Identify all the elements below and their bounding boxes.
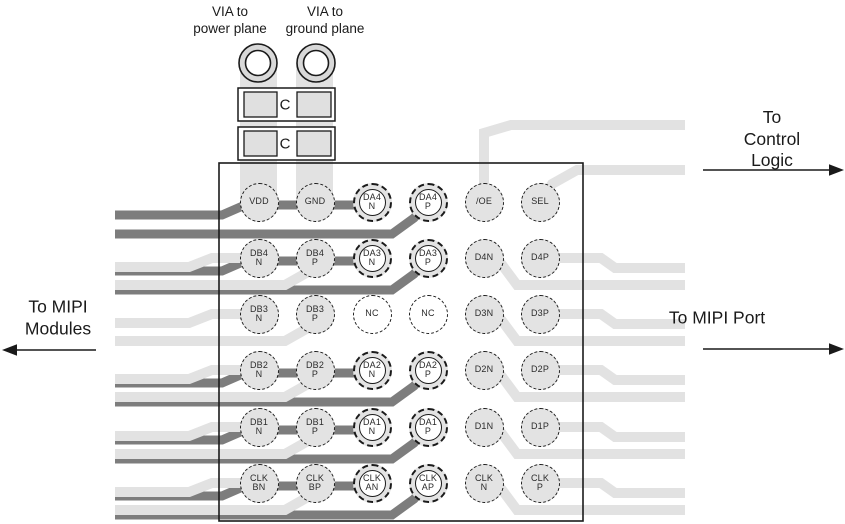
- power-via-icon: [238, 43, 278, 83]
- pad-label: SEL: [531, 196, 549, 207]
- pad-clk-p: CLK P: [520, 463, 560, 503]
- pad-label: DA4 P: [418, 191, 438, 211]
- pad-db1-n: DB1 N: [239, 407, 279, 447]
- pad-inner-via: [414, 413, 442, 441]
- pad-d4n: D4N: [464, 238, 504, 278]
- pad-da1-n: DA1 N: [352, 407, 392, 447]
- pad-label: D1P: [530, 421, 550, 432]
- pad-label: DA2 P: [418, 359, 438, 379]
- pad-label: D2P: [530, 364, 550, 375]
- top-layer-traces: [115, 120, 685, 515]
- pad-clk-bp: CLK BP: [295, 463, 335, 503]
- capacitor-2: [237, 126, 336, 161]
- pad-label: DB2 P: [305, 359, 325, 379]
- pad-db2-n: DB2 N: [239, 350, 279, 390]
- pad-label: DA1 N: [362, 416, 382, 436]
- package-outline: [218, 162, 584, 522]
- pad-label: CLK AP: [418, 472, 438, 492]
- pad-label: D3N: [474, 308, 494, 319]
- pad-inner-via: [358, 356, 386, 384]
- pad-inner-via: [358, 413, 386, 441]
- pad-da3-p: DA3 P: [408, 238, 448, 278]
- pad-db3-p: DB3 P: [295, 294, 335, 334]
- pad-label: DB1 P: [305, 416, 325, 436]
- pad-clk-an: CLK AN: [352, 463, 392, 503]
- pad-label: CLK BP: [305, 472, 325, 492]
- pad-inner-via: [414, 469, 442, 497]
- pad-d2p: D2P: [520, 350, 560, 390]
- pad-db4-p: DB4 P: [295, 238, 335, 278]
- pad-d4p: D4P: [520, 238, 560, 278]
- pad-nc: NC: [408, 294, 448, 334]
- pad-d3n: D3N: [464, 294, 504, 334]
- ground-via-icon: [296, 43, 336, 83]
- pad-label: NC: [365, 308, 379, 319]
- pad-inner-via: [358, 469, 386, 497]
- pad-d1p: D1P: [520, 407, 560, 447]
- pad-label: DB4 N: [249, 247, 269, 267]
- pad-label: D3P: [530, 308, 550, 319]
- capacitor-2-label: C: [279, 135, 291, 153]
- pad-inner-via: [414, 244, 442, 272]
- pad-clk-bn: CLK BN: [239, 463, 279, 503]
- pad-label: VDD: [249, 196, 269, 207]
- pad-d2n: D2N: [464, 350, 504, 390]
- ground-via-label: VIA to ground plane: [285, 4, 365, 36]
- pad-db2-p: DB2 P: [295, 350, 335, 390]
- pad-db3-n: DB3 N: [239, 294, 279, 334]
- pad-label: D4P: [530, 252, 550, 263]
- pad-label: CLK AN: [362, 472, 382, 492]
- to-control-logic-arrow: [703, 164, 844, 176]
- pad-label: D4N: [474, 252, 494, 263]
- pad-label: DB3 N: [249, 303, 269, 323]
- pad-label: DA1 P: [418, 416, 438, 436]
- pad-gnd: GND: [295, 182, 335, 222]
- pad-label: DA4 N: [362, 191, 382, 211]
- pad-label: DB4 P: [305, 247, 325, 267]
- pad-clk-n: CLK N: [464, 463, 504, 503]
- pad-da2-n: DA2 N: [352, 350, 392, 390]
- pad-label: CLK P: [530, 472, 550, 492]
- capacitor-1-label: C: [279, 96, 291, 114]
- pad-da3-n: DA3 N: [352, 238, 392, 278]
- pad-inner-via: [358, 244, 386, 272]
- pad-d3p: D3P: [520, 294, 560, 334]
- to-mipi-port-label: To MIPI Port: [668, 307, 766, 328]
- to-control-logic-label: To Control Logic: [743, 106, 801, 170]
- pad-label: DB1 N: [249, 416, 269, 436]
- pad-da2-p: DA2 P: [408, 350, 448, 390]
- pad-vdd: VDD: [239, 182, 279, 222]
- pad-label: DA3 P: [418, 247, 438, 267]
- pad-label: CLK N: [474, 472, 494, 492]
- pad-label: /OE: [475, 196, 493, 207]
- pad-da4-p: DA4 P: [408, 182, 448, 222]
- pad-da1-p: DA1 P: [408, 407, 448, 447]
- capacitor-1: [237, 87, 336, 122]
- pad-label: CLK BN: [249, 472, 269, 492]
- pad-label: D1N: [474, 421, 494, 432]
- pad-clk-ap: CLK AP: [408, 463, 448, 503]
- pad-label: DA2 N: [362, 359, 382, 379]
- pad-nc: NC: [352, 294, 392, 334]
- power-via-label: VIA to power plane: [193, 4, 267, 36]
- pad-db1-p: DB1 P: [295, 407, 335, 447]
- pad-inner-via: [414, 356, 442, 384]
- pad-label: D2N: [474, 364, 494, 375]
- pad-d1n: D1N: [464, 407, 504, 447]
- pad-sel: SEL: [520, 182, 560, 222]
- pad-oe: /OE: [464, 182, 504, 222]
- pad-inner-via: [358, 188, 386, 216]
- pad-db4-n: DB4 N: [239, 238, 279, 278]
- pad-label: NC: [421, 308, 435, 319]
- pad-da4-n: DA4 N: [352, 182, 392, 222]
- to-mipi-modules-label: To MIPI Modules: [24, 296, 92, 339]
- pad-inner-via: [414, 188, 442, 216]
- pad-label: GND: [304, 196, 326, 207]
- to-mipi-port-arrow: [703, 343, 844, 355]
- pad-label: DA3 N: [362, 247, 382, 267]
- pad-label: DB3 P: [305, 303, 325, 323]
- to-mipi-modules-arrow: [2, 344, 96, 356]
- pad-label: DB2 N: [249, 359, 269, 379]
